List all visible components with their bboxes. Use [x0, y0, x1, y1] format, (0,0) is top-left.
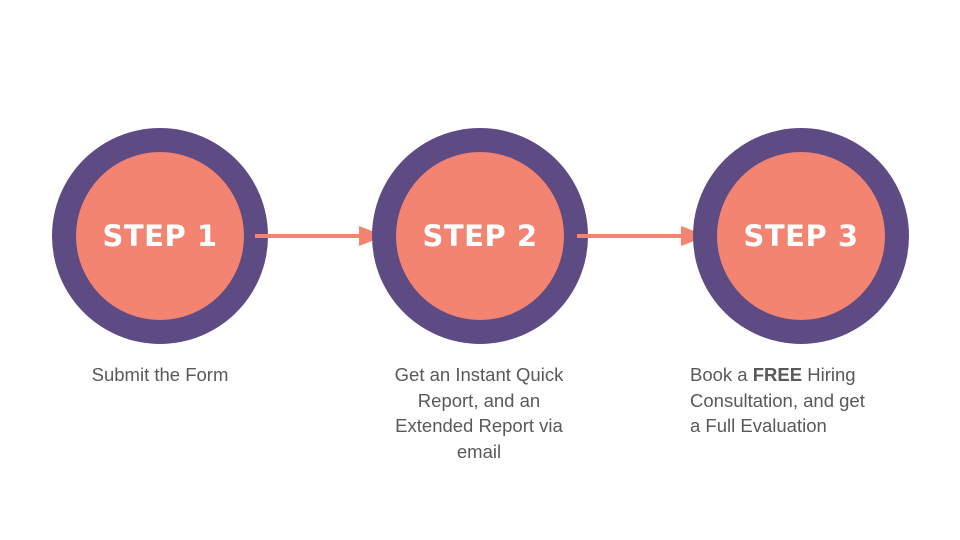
- step-3-description-line-3: a Full Evaluation: [690, 415, 827, 436]
- step-2-description: Get an Instant Quick Report, and an Exte…: [370, 362, 588, 464]
- step-3-inner-circle: STEP 3: [717, 152, 885, 320]
- step-3-desc-prefix: Book a: [690, 364, 753, 385]
- step-3-label: STEP 3: [743, 219, 859, 253]
- step-3-description: Book a FREE Hiring Consultation, and get…: [690, 362, 910, 439]
- step-2-description-line: Report, and an: [417, 389, 541, 411]
- step-3-circle: STEP 3: [693, 128, 909, 344]
- step-1-description-line: Submit the Form: [91, 364, 229, 385]
- step-2-description-line: Get an Instant Quick: [394, 364, 564, 385]
- arrow-step1-to-step2: [255, 226, 385, 246]
- step-1-label: STEP 1: [102, 219, 218, 253]
- step-2-description-line: Extended Report via: [395, 415, 563, 436]
- arrow-step2-to-step3: [577, 226, 707, 246]
- step-1-inner-circle: STEP 1: [76, 152, 244, 320]
- step-3-description-line-1: Book a FREE Hiring: [690, 362, 910, 388]
- step-1-circle: STEP 1: [52, 128, 268, 344]
- step-3-description-line-2: Consultation, and get: [690, 389, 865, 411]
- step-2-circle: STEP 2: [372, 128, 588, 344]
- step-3-desc-free: FREE: [752, 364, 803, 385]
- step-3-desc-suffix: Hiring: [802, 364, 856, 385]
- step-2-inner-circle: STEP 2: [396, 152, 564, 320]
- step-2-label: STEP 2: [422, 219, 538, 253]
- step-1-description: Submit the Form: [60, 362, 260, 388]
- step-2-description-line: email: [456, 440, 502, 462]
